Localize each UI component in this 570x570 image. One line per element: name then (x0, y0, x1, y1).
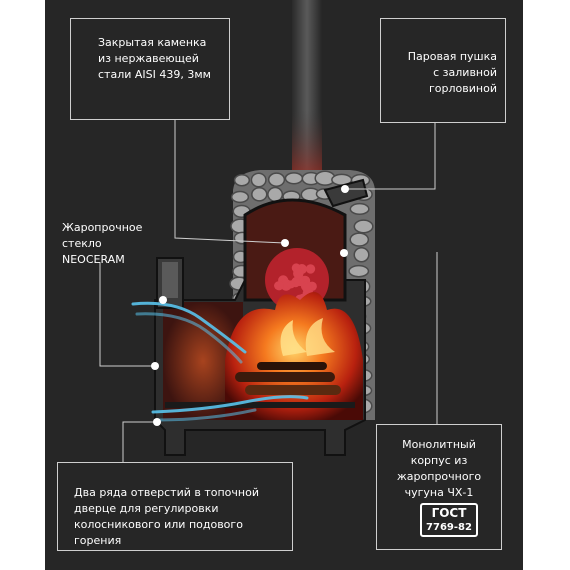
stone (349, 232, 370, 247)
gost-badge-line1: ГОСТ (431, 506, 467, 520)
stone (267, 186, 284, 203)
hot-stone (293, 268, 304, 279)
stone (349, 202, 370, 215)
stone (267, 172, 286, 187)
stone (348, 264, 370, 278)
callout-heater-chamber: Закрытая каменка из нержавеющей стали AI… (70, 18, 230, 120)
callout-body-text: Монолитный корпус из жаропрочного чугуна… (396, 438, 482, 499)
gost-badge-line2: 7769-82 (426, 522, 472, 533)
callout-body: Монолитный корпус из жаропрочного чугуна… (376, 424, 502, 550)
hot-stone (305, 264, 316, 274)
stone (353, 247, 370, 263)
callout-door-holes-text: Два ряда отверстий в топочной дверце для… (74, 486, 259, 547)
marker-dot-glass (159, 296, 167, 304)
marker-dot-steam-gun (341, 185, 349, 193)
steam-gun (323, 178, 369, 208)
callout-glass: Жаропрочное стекло NEOCERAM (57, 206, 142, 266)
hot-stone (274, 281, 284, 291)
callout-heater-chamber-text: Закрытая каменка из нержавеющей стали AI… (98, 36, 211, 81)
gost-badge: ГОСТ 7769-82 (420, 503, 478, 537)
stone (284, 172, 304, 185)
leader-lines (99, 120, 438, 462)
stone (353, 219, 374, 234)
hot-stone (287, 280, 296, 289)
marker-dot-heater (281, 239, 289, 247)
callout-steam-gun: Паровая пушка с заливной горловиной (380, 18, 506, 123)
callout-glass-text: Жаропрочное стекло NEOCERAM (62, 221, 143, 266)
stone (230, 190, 250, 204)
callout-steam-gun-text: Паровая пушка с заливной горловиной (407, 50, 497, 95)
marker-dot-holes (153, 418, 161, 426)
infographic-panel: Закрытая каменка из нержавеющей стали AI… (45, 0, 523, 570)
hot-stone (302, 283, 312, 293)
stone (251, 187, 268, 202)
stone (250, 172, 267, 188)
callout-door-holes: Два ряда отверстий в топочной дверце для… (57, 462, 293, 551)
stone (233, 174, 251, 187)
stove-illustration (99, 0, 438, 462)
marker-dot-body (340, 249, 348, 257)
air-flow (131, 301, 309, 422)
marker-dot-door (151, 362, 159, 370)
stove-body (154, 198, 366, 456)
